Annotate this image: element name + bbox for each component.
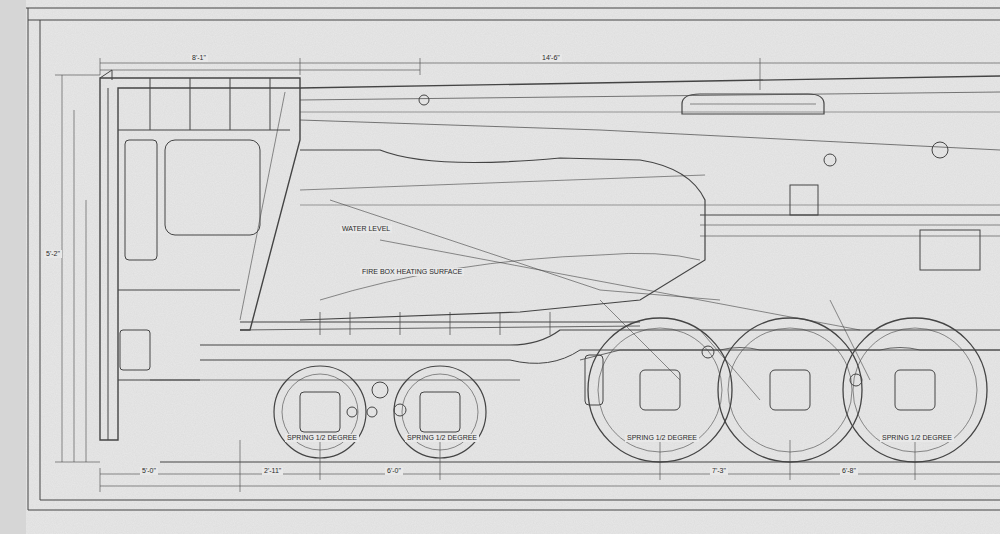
dimension-label: 6'-8" — [840, 467, 858, 475]
area-note: WATER LEVEL — [340, 225, 392, 233]
part-note: SPRING 1/2 DEGREE — [405, 434, 479, 442]
dimension-label: 5'-0" — [140, 467, 158, 475]
part-note: SPRING 1/2 DEGREE — [285, 434, 359, 442]
area-note: FIRE BOX HEATING SURFACE — [360, 268, 464, 276]
dimension-label: 6'-0" — [385, 467, 403, 475]
dimension-label: 7'-3" — [710, 467, 728, 475]
part-note: SPRING 1/2 DEGREE — [625, 434, 699, 442]
dimension-label: 2'-11" — [262, 467, 283, 475]
dimension-label: 14'-6" — [540, 54, 562, 62]
part-note: SPRING 1/2 DEGREE — [880, 434, 954, 442]
dimension-label: 5'-2" — [44, 250, 62, 258]
dimension-label: 8'-1" — [190, 54, 208, 62]
